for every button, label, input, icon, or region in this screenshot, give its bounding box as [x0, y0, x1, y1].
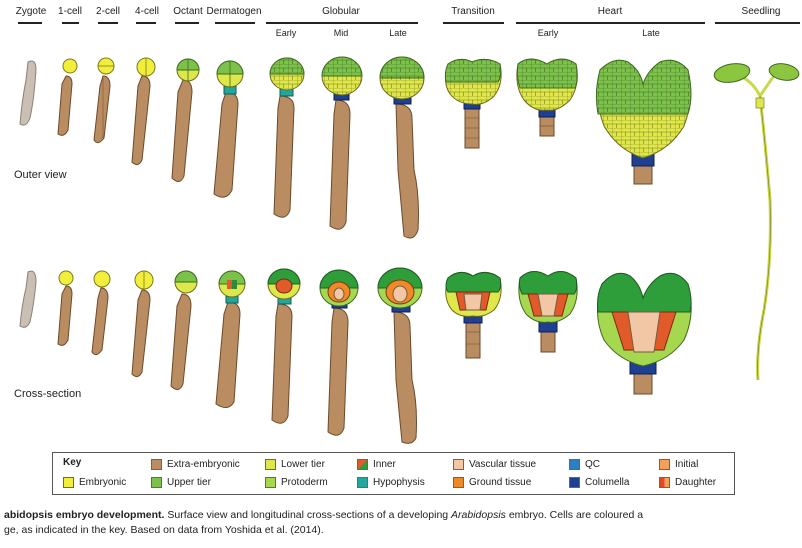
key-item-inner: Inner: [357, 459, 396, 470]
swatch-columella: [569, 477, 580, 488]
heart-early-outer: [517, 59, 577, 136]
dermatogen-cross: [216, 271, 245, 408]
dermatogen-outer: [214, 61, 243, 197]
key-label-ground-tissue: Ground tissue: [469, 477, 531, 488]
caption-italic: Arabidopsis: [451, 509, 506, 521]
swatch-embryonic: [63, 477, 74, 488]
globular-late-outer: [380, 57, 424, 238]
globular-mid-outer: [322, 57, 362, 229]
transition-cross: [446, 272, 501, 358]
heart-late-cross: [597, 273, 691, 394]
key-item-hypophysis: Hypophysis: [357, 477, 425, 488]
key-label-vascular-tissue: Vascular tissue: [469, 459, 536, 470]
caption-line-1: abidopsis embryo development. Surface vi…: [4, 508, 800, 523]
key-title: Key: [63, 457, 81, 468]
four-cell-outer: [132, 58, 155, 165]
seedling: [713, 61, 800, 380]
swatch-initial: [659, 459, 670, 470]
key-label-inner: Inner: [373, 459, 396, 470]
key-label-upper-tier: Upper tier: [167, 477, 211, 488]
swatch-vascular-tissue: [453, 459, 464, 470]
key-label-initial: Initial: [675, 459, 698, 470]
swatch-hypophysis: [357, 477, 368, 488]
swatch-protoderm: [265, 477, 276, 488]
zygote-cross: [20, 271, 36, 327]
swatch-lower-tier: [265, 459, 276, 470]
caption-text-2: embryo. Cells are coloured a: [506, 509, 643, 521]
key-label-qc: QC: [585, 459, 600, 470]
caption-line-2: ge, as indicated in the key. Based on da…: [4, 523, 800, 538]
swatch-upper-tier: [151, 477, 162, 488]
heart-early-cross: [519, 271, 577, 352]
key-item-vascular-tissue: Vascular tissue: [453, 459, 536, 470]
key-label-protoderm: Protoderm: [281, 477, 328, 488]
transition-outer: [445, 59, 501, 148]
octant-outer: [172, 59, 199, 182]
key-item-upper-tier: Upper tier: [151, 477, 211, 488]
two-cell-cross: [92, 271, 110, 355]
swatch-ground-tissue: [453, 477, 464, 488]
globular-mid-cross: [320, 270, 358, 435]
globular-late-cross: [378, 268, 422, 443]
key-label-embryonic: Embryonic: [79, 477, 126, 488]
key-item-qc: QC: [569, 459, 600, 470]
figure-caption: abidopsis embryo development. Surface vi…: [4, 508, 800, 538]
caption-text-1: Surface view and longitudinal cross-sect…: [164, 509, 451, 521]
globular-early-outer: [270, 58, 304, 217]
key-item-embryonic: Embryonic: [63, 477, 126, 488]
octant-cross: [171, 271, 197, 390]
key-item-extra-embryonic: Extra-embryonic: [151, 459, 240, 470]
legend-key: Key Embryonic Extra-embryonic Upper tier…: [52, 452, 735, 495]
key-label-hypophysis: Hypophysis: [373, 477, 425, 488]
key-item-lower-tier: Lower tier: [265, 459, 325, 470]
key-label-extra-embryonic: Extra-embryonic: [167, 459, 240, 470]
four-cell-cross: [132, 271, 153, 377]
key-label-lower-tier: Lower tier: [281, 459, 325, 470]
zygote-outer: [20, 61, 36, 125]
key-label-daughter: Daughter: [675, 477, 716, 488]
heart-late-outer: [596, 60, 691, 184]
embryo-illustration: [0, 0, 802, 450]
key-item-ground-tissue: Ground tissue: [453, 477, 531, 488]
one-cell-cross: [58, 271, 73, 345]
swatch-extra-embryonic: [151, 459, 162, 470]
swatch-qc: [569, 459, 580, 470]
globular-early-cross: [268, 269, 300, 423]
key-item-daughter: Daughter: [659, 477, 716, 488]
key-item-initial: Initial: [659, 459, 698, 470]
key-label-columella: Columella: [585, 477, 629, 488]
one-cell-outer: [58, 59, 77, 135]
swatch-daughter: [659, 477, 670, 488]
two-cell-outer: [94, 58, 114, 143]
key-item-columella: Columella: [569, 477, 629, 488]
key-item-protoderm: Protoderm: [265, 477, 328, 488]
swatch-inner: [357, 459, 368, 470]
caption-title: abidopsis embryo development.: [4, 509, 164, 521]
